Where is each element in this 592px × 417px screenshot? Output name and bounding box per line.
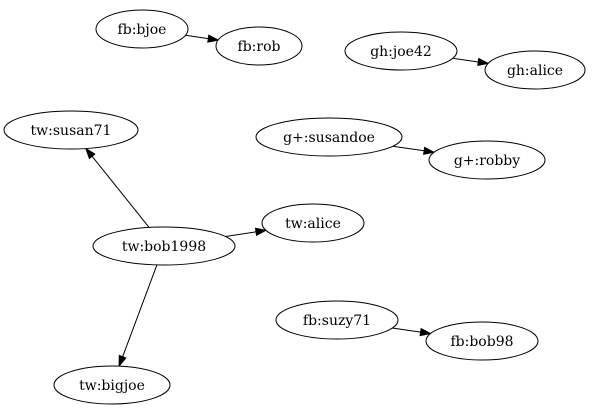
node-tw-alice: tw:alice	[261, 203, 365, 243]
edge-tw-bob1998-to-tw-alice	[225, 227, 268, 237]
node-tw-susan71: tw:susan71	[3, 110, 139, 150]
arrowhead-icon	[419, 327, 432, 337]
edge-gplus-susandoe-to-gplus-robby	[392, 145, 436, 155]
node-tw-bigjoe: tw:bigjoe	[53, 365, 171, 405]
node-ellipse	[255, 117, 403, 157]
node-ellipse	[95, 9, 189, 49]
node-fb-bjoe: fb:bjoe	[95, 9, 189, 49]
node-label: tw:bigjoe	[79, 378, 145, 394]
edge-line	[452, 57, 479, 63]
node-ellipse	[3, 110, 139, 150]
node-ellipse	[53, 365, 171, 405]
arrowhead-icon	[254, 227, 268, 237]
node-label: gh:joe42	[370, 44, 432, 60]
edge-gh-joe42-to-gh-alice	[452, 57, 490, 67]
edge-line	[392, 145, 425, 152]
node-ellipse	[425, 321, 539, 361]
node-label: tw:susan71	[31, 123, 112, 139]
node-label: gh:alice	[507, 63, 563, 79]
node-label: fb:bjoe	[118, 22, 167, 38]
node-fb-suzy71: fb:suzy71	[275, 300, 399, 340]
node-label: tw:alice	[285, 216, 341, 232]
edge-fb-suzy71-to-fb-bob98	[392, 327, 432, 337]
node-label: fb:rob	[238, 39, 281, 55]
node-ellipse	[215, 26, 303, 66]
node-label: fb:suzy71	[303, 313, 371, 329]
edge-tw-bob1998-to-tw-susan71	[84, 147, 150, 228]
node-label: g+:susandoe	[283, 130, 375, 146]
node-ellipse	[484, 50, 586, 90]
node-label: fb:bob98	[450, 334, 513, 350]
arrowhead-icon	[477, 57, 490, 67]
node-label: tw:bob1998	[122, 239, 206, 255]
node-fb-bob98: fb:bob98	[425, 321, 539, 361]
node-gh-alice: gh:alice	[484, 50, 586, 90]
edge-fb-bjoe-to-fb-rob	[185, 34, 220, 43]
node-gh-joe42: gh:joe42	[344, 31, 458, 71]
node-ellipse	[428, 140, 546, 180]
node-fb-rob: fb:rob	[215, 26, 303, 66]
arrowhead-icon	[423, 146, 436, 155]
nodes-layer: fb:bjoe fb:rob gh:joe42 gh:alice tw:susan71 g…	[3, 9, 586, 405]
node-ellipse	[261, 203, 365, 243]
edge-line	[91, 155, 150, 228]
node-tw-bob1998: tw:bob1998	[92, 226, 236, 266]
node-label: g+:robby	[454, 153, 520, 169]
edge-tw-bob1998-to-tw-bigjoe	[118, 264, 158, 368]
node-ellipse	[275, 300, 399, 340]
edge-line	[185, 34, 209, 40]
arrowhead-icon	[84, 147, 96, 160]
edge-line	[122, 264, 158, 357]
node-ellipse	[344, 31, 458, 71]
edge-line	[392, 327, 421, 333]
node-gplus-susandoe: g+:susandoe	[255, 117, 403, 157]
edge-line	[225, 231, 257, 237]
node-ellipse	[92, 226, 236, 266]
arrowhead-icon	[207, 34, 220, 43]
arrowhead-icon	[118, 354, 127, 368]
edges-layer	[84, 34, 490, 368]
node-gplus-robby: g+:robby	[428, 140, 546, 180]
